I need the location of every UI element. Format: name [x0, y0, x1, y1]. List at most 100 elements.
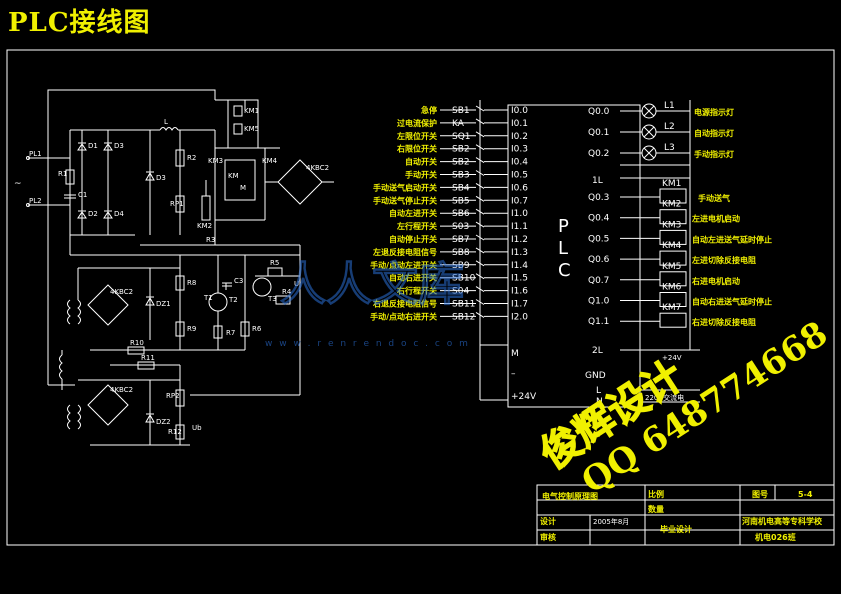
- input-address: I0.6: [511, 183, 528, 193]
- input-label: 手动送气启动开关: [373, 182, 437, 192]
- input-address: I1.2: [511, 235, 528, 245]
- switch-contact: [475, 208, 485, 215]
- svg-text:KM2: KM2: [197, 222, 212, 230]
- label-pl1: PL1: [29, 150, 42, 158]
- label-r10: R10: [130, 339, 144, 347]
- input-label: 手动/点动右进开关: [370, 311, 437, 321]
- relay-device: KM5: [662, 262, 681, 272]
- switch-contact: [475, 221, 485, 228]
- label-km: KM: [228, 172, 239, 180]
- relay-device: KM6: [662, 283, 682, 293]
- svg-text:R9: R9: [187, 325, 196, 333]
- svg-text:D3: D3: [156, 174, 166, 182]
- input-address: I0.2: [511, 132, 528, 142]
- input-address: I0.1: [511, 119, 528, 129]
- svg-text:KM1: KM1: [244, 107, 259, 115]
- label-t3: T3: [267, 295, 277, 303]
- output-address: Q0.1: [588, 128, 609, 138]
- input-switch: SB12: [452, 312, 475, 322]
- label-r7: R7: [226, 329, 235, 337]
- switch-contact: [475, 234, 485, 241]
- input-switch: SB1: [452, 106, 470, 116]
- label-d3: D3: [114, 142, 124, 150]
- input-label: 自动左进开关: [389, 208, 437, 218]
- input-address: I1.6: [511, 287, 528, 297]
- input-label: 手动送气停止开关: [373, 195, 437, 205]
- label-u: U: [294, 280, 299, 288]
- tb-check: 审核: [540, 532, 556, 542]
- label-bridge-1: 4KBC2: [110, 288, 133, 296]
- input-switch: SB4: [452, 183, 470, 193]
- input-label: 右限位开关: [396, 144, 437, 154]
- output-address: Q0.7: [588, 276, 609, 286]
- svg-text:KM4: KM4: [262, 157, 278, 165]
- input-address: I0.0: [511, 106, 528, 116]
- input-label: 右退反接电阻信号: [372, 299, 437, 309]
- lamp-device: L2: [664, 122, 675, 132]
- switch-contact: [475, 118, 485, 125]
- svg-text:R8: R8: [187, 279, 196, 287]
- lamp-device: L3: [664, 143, 675, 153]
- input-address: I0.4: [511, 158, 528, 168]
- relay-device: KM4: [662, 241, 682, 251]
- relay-device: KM7: [662, 303, 681, 313]
- input-switch: SB5: [452, 196, 470, 206]
- input-switch: S04: [452, 287, 469, 297]
- label-pl2: PL2: [29, 197, 42, 205]
- terminal-1l: 1L: [592, 176, 603, 186]
- output-address: Q0.2: [588, 149, 609, 159]
- tb-project: 毕业设计: [660, 524, 692, 534]
- relay-coil: [659, 271, 687, 287]
- relay-coil: [659, 292, 687, 307]
- page-title: PLC接线图: [8, 8, 151, 38]
- lamp-cross: [643, 126, 655, 138]
- label-inductor: L: [164, 118, 168, 126]
- input-switch: SB3: [452, 171, 470, 181]
- input-switch: S03: [452, 222, 469, 232]
- relay-label: 右进切除反接电阻: [691, 317, 756, 327]
- input-address: I1.5: [511, 274, 528, 284]
- input-label: 急停: [421, 105, 437, 115]
- supply-24v: +24V: [662, 354, 682, 362]
- plc-label-letter: C: [558, 260, 571, 281]
- input-label: 手动/点动左进开关: [370, 260, 437, 270]
- terminal-m: M: [511, 349, 519, 359]
- switch-contact: [475, 131, 485, 138]
- lamp-cross: [643, 147, 655, 159]
- input-label: 自动停止开关: [389, 234, 437, 244]
- label-d1: D1: [88, 142, 98, 150]
- svg-text:KM3: KM3: [208, 157, 223, 165]
- drawing-frame: [6, 49, 835, 546]
- label-t1: T1: [203, 294, 213, 302]
- terminal-24v-in: +24V: [511, 392, 537, 402]
- input-label: 左行程开关: [396, 221, 437, 231]
- switch-contact: [475, 157, 485, 164]
- input-switch: SB8: [452, 248, 470, 258]
- label-d4: D4: [114, 210, 124, 218]
- output-address: Q0.3: [588, 193, 609, 203]
- label-bridge-top: 4KBC2: [306, 164, 329, 172]
- tb-figval: 5-4: [798, 490, 813, 499]
- input-switch: SB2: [452, 158, 470, 168]
- label-c3: C3: [234, 277, 243, 285]
- output-address: Q0.4: [588, 214, 610, 224]
- relay-label: 右进电机启动: [691, 276, 740, 286]
- switch-contact: [475, 247, 485, 254]
- terminal-n: N: [596, 397, 603, 407]
- svg-text:KM5: KM5: [244, 125, 259, 133]
- output-address: Q1.1: [588, 317, 609, 327]
- label-r1: R1: [58, 170, 67, 178]
- input-switch: SB10: [452, 274, 476, 284]
- watermark-text: 人人文库: [280, 257, 464, 311]
- terminal-minus: –: [511, 369, 516, 379]
- label-r11: R11: [141, 354, 155, 362]
- tb-figno: 图号: [752, 490, 768, 499]
- input-label: 左限位开关: [396, 131, 437, 141]
- switch-contact: [475, 170, 485, 176]
- lamp-label: 自动指示灯: [694, 128, 734, 138]
- label-bridge-2: 4KBC2: [110, 386, 133, 394]
- switch-contact: [475, 144, 485, 151]
